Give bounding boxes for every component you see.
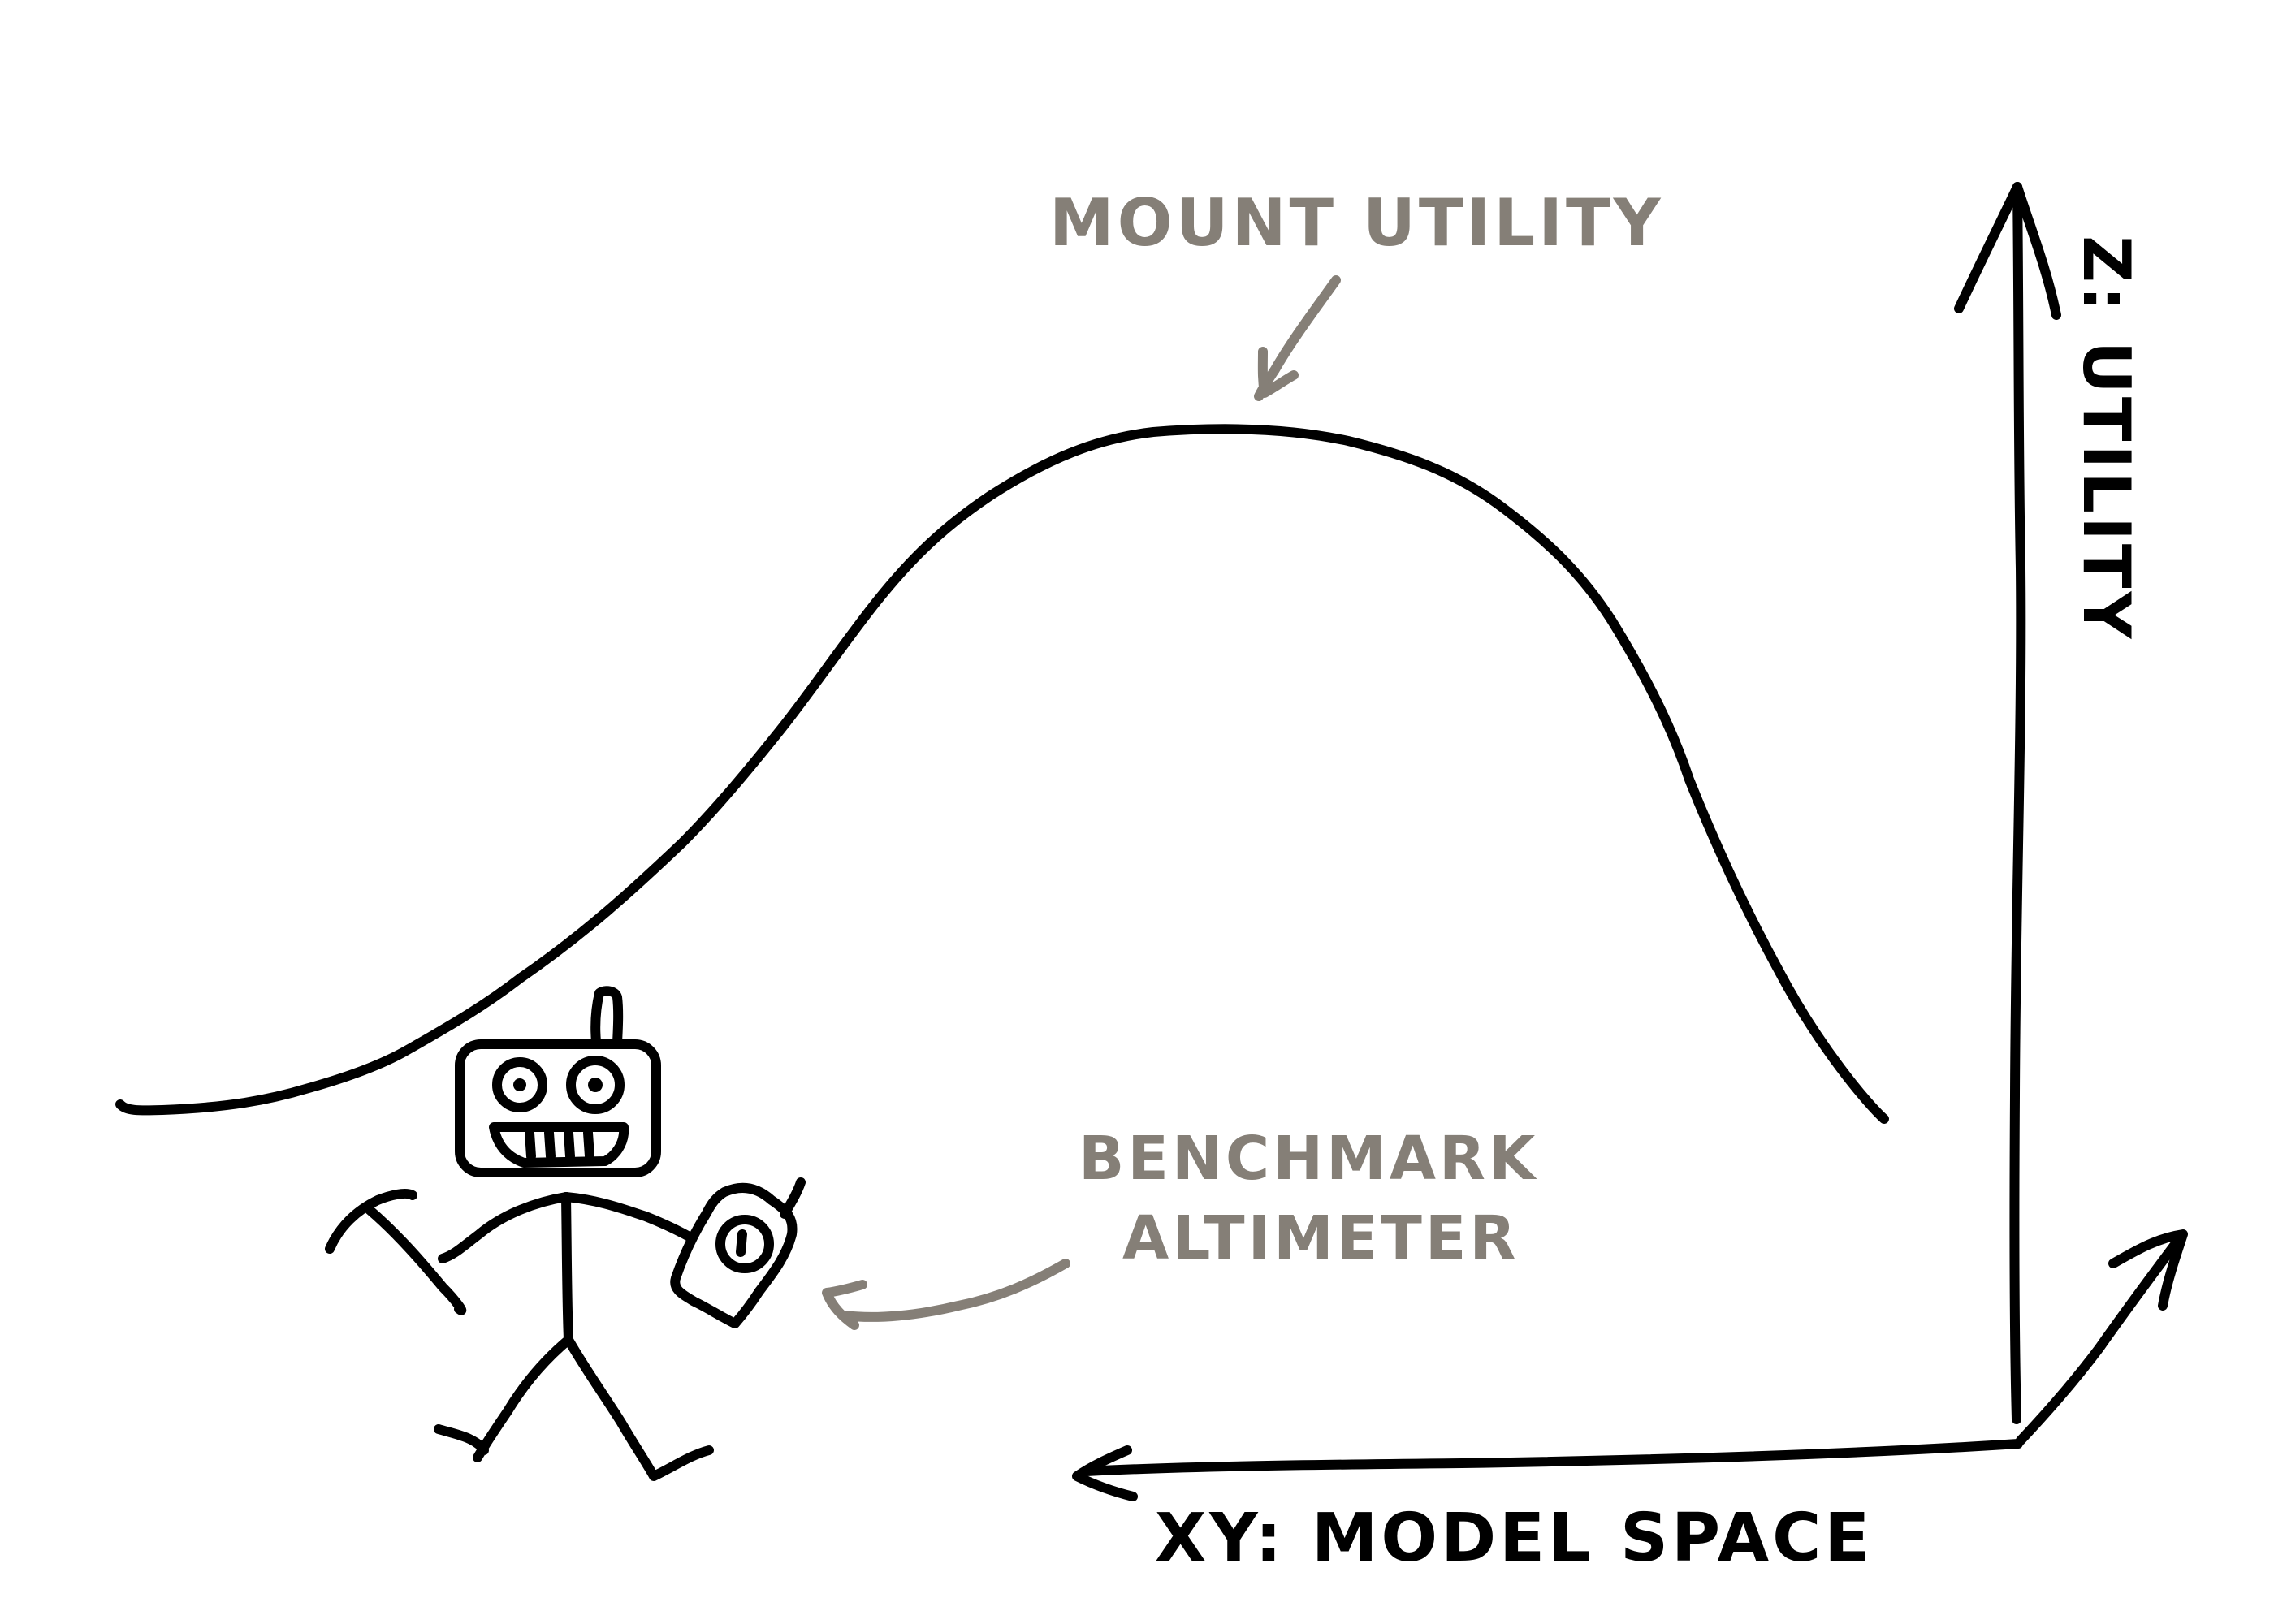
peak-pointer-arrow (1254, 275, 1341, 401)
robot-head (455, 1039, 661, 1177)
robot-right-eye (566, 1056, 625, 1114)
altimeter-label: ALTIMETER (1122, 1203, 1519, 1273)
altimeter-dial (715, 1215, 774, 1273)
mount-utility-label: MOUNT UTILITY (1049, 185, 1664, 261)
robot-left-eye (492, 1057, 547, 1112)
xy-model-space-label: XY: MODEL SPACE (1155, 1500, 1873, 1577)
robot-figure (325, 986, 806, 1481)
robot-mouth (489, 1122, 629, 1168)
pickaxe-head (325, 1188, 417, 1254)
robot-left-arm (438, 1192, 571, 1263)
x-axis-arrow (1072, 1439, 2023, 1501)
utility-curve (115, 424, 1889, 1124)
robot-left-leg (434, 1335, 573, 1462)
robot-body (561, 1192, 573, 1345)
robot-right-leg (564, 1335, 714, 1481)
robot-right-arm (561, 1192, 697, 1243)
altimeter-device (670, 1177, 806, 1328)
benchmark-label: BENCHMARK (1079, 1124, 1538, 1194)
z-utility-label: Z: UTILITY (2069, 235, 2144, 641)
z-axis-arrow (1954, 182, 2061, 1424)
pickaxe-handle (365, 1205, 467, 1315)
y-axis-arrow (2016, 1229, 2188, 1445)
altimeter-pointer-arrow (822, 1259, 1070, 1330)
